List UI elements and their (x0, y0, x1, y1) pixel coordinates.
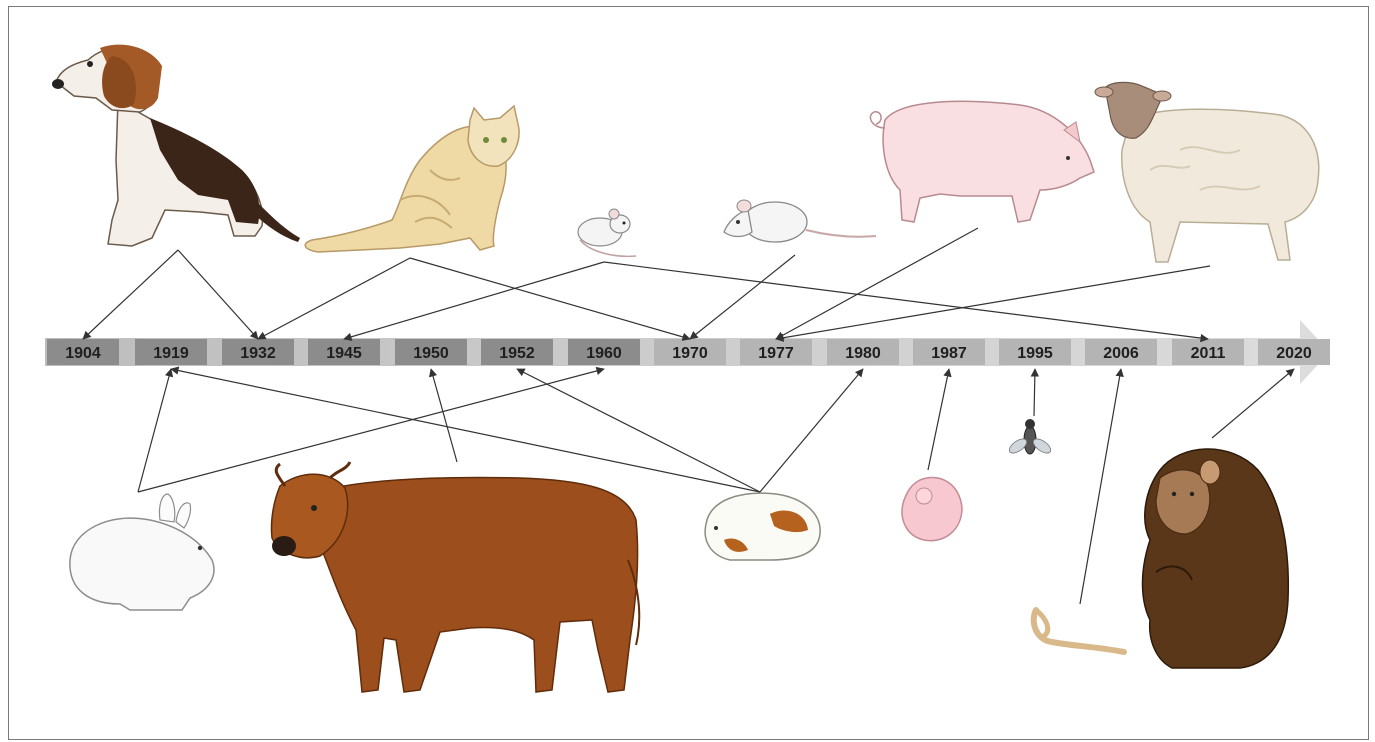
connector-worm-2006 (1080, 369, 1121, 604)
year-label-text: 1952 (499, 345, 535, 362)
cow-icon (271, 462, 639, 692)
year-label-text: 1960 (586, 345, 622, 362)
year-label-1977: 1977 (740, 339, 812, 365)
embryo-icon (902, 478, 962, 541)
year-label-1945: 1945 (308, 339, 380, 365)
connector-dog-1904 (83, 250, 178, 339)
connector-cat-1970 (410, 258, 690, 339)
year-label-1950: 1950 (395, 339, 467, 365)
year-label-text: 2011 (1191, 345, 1226, 362)
guinea-pig-icon (705, 493, 820, 560)
year-label-1970: 1970 (654, 339, 726, 365)
connector-rabbit-1960 (138, 369, 604, 492)
fly-icon (1007, 419, 1053, 456)
rabbit-icon (70, 494, 214, 610)
year-label-1960: 1960 (568, 339, 640, 365)
rat-icon (724, 200, 876, 242)
cat-icon (305, 106, 519, 252)
year-label-2020: 2020 (1258, 339, 1330, 365)
year-labels: 1904 1919 1932 1945 1950 1952 1960 1970 1977 1980… (47, 339, 1330, 365)
year-label-text: 1904 (65, 345, 101, 362)
year-label-1919: 1919 (135, 339, 207, 365)
dog-icon (52, 45, 300, 246)
connector-embryo-1987 (928, 369, 949, 470)
year-label-text: 1980 (845, 345, 881, 362)
connector-guinea-pig-1919 (171, 369, 760, 492)
sheep-icon (1095, 82, 1319, 262)
mouse-icon (578, 209, 636, 256)
connector-fly-1995 (1034, 369, 1035, 416)
connector-cat-1932 (258, 258, 410, 339)
connector-chimpanzee-2020 (1212, 369, 1294, 438)
connector-sheep-1977 (776, 266, 1210, 339)
connector-rat-1970 (690, 255, 795, 339)
year-label-text: 1995 (1017, 345, 1053, 362)
connector-mouse-1945 (344, 262, 604, 339)
year-label-text: 1919 (153, 345, 189, 362)
chimpanzee-icon (1143, 449, 1289, 668)
year-label-2011: 2011 (1172, 339, 1244, 365)
pig-icon (870, 101, 1094, 222)
connector-rabbit-1919 (138, 369, 171, 492)
connector-guinea-pig-1980 (760, 369, 863, 492)
year-label-text: 1932 (240, 345, 276, 362)
worm-icon (1034, 610, 1124, 652)
year-label-text: 2020 (1276, 345, 1312, 362)
year-label-text: 1987 (931, 345, 967, 362)
year-label-text: 2006 (1103, 345, 1139, 362)
year-label-1980: 1980 (827, 339, 899, 365)
year-label-2006: 2006 (1085, 339, 1157, 365)
year-label-1987: 1987 (913, 339, 985, 365)
connectors (83, 228, 1294, 604)
connector-mouse-2011 (604, 262, 1208, 339)
connector-guinea-pig-1952 (517, 369, 760, 492)
connector-dog-1932 (178, 250, 258, 339)
year-label-text: 1945 (326, 345, 362, 362)
year-label-1932: 1932 (222, 339, 294, 365)
year-label-1995: 1995 (999, 339, 1071, 365)
year-label-1952: 1952 (481, 339, 553, 365)
year-label-text: 1970 (672, 345, 708, 362)
connector-cow-1950 (431, 369, 457, 462)
year-label-1904: 1904 (47, 339, 119, 365)
year-label-text: 1950 (413, 345, 449, 362)
year-label-text: 1977 (758, 345, 794, 362)
